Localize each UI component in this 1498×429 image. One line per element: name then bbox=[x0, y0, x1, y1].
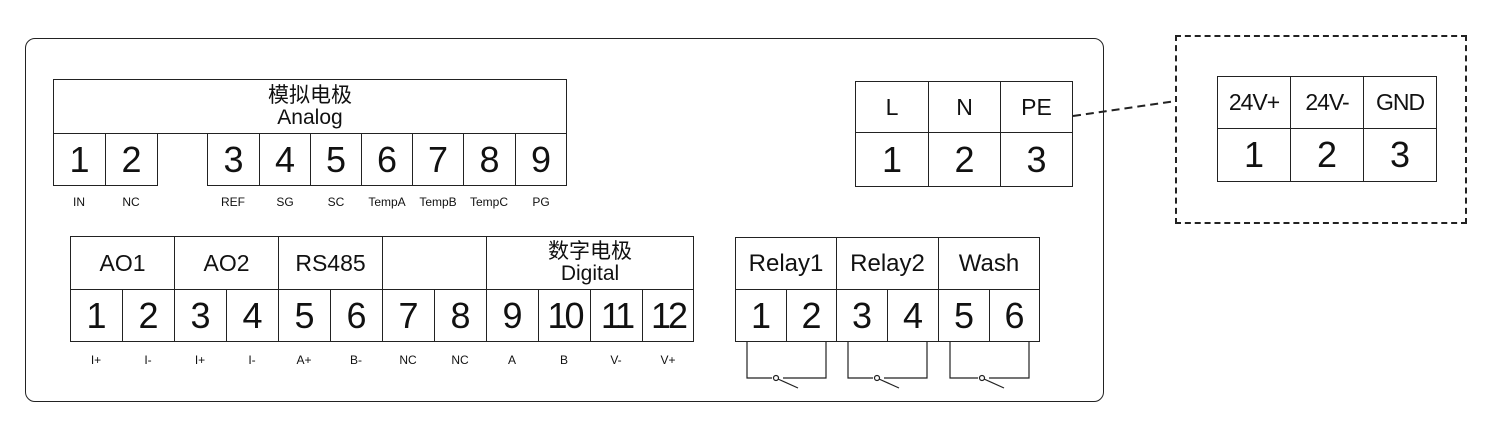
group-rs485: RS485 bbox=[278, 236, 383, 290]
group-ao2: AO2 bbox=[174, 236, 279, 290]
analog-pin-label: TempC bbox=[469, 195, 508, 209]
digital-terminal-10: 10 bbox=[538, 289, 591, 342]
relay-switch-icon bbox=[949, 342, 1030, 389]
analog-terminal-9: 9 bbox=[515, 133, 567, 186]
digital-header: 数字电极 Digital bbox=[486, 236, 694, 290]
digital-pin-label: A bbox=[507, 353, 516, 367]
dc-label-24v-minus: 24V- bbox=[1290, 76, 1364, 129]
dc-terminal-3: 3 bbox=[1363, 128, 1437, 182]
digital-pin-label: I- bbox=[144, 353, 152, 367]
digital-terminal-3: 3 bbox=[174, 289, 227, 342]
analog-pin-label: REF bbox=[221, 195, 245, 209]
digital-terminal-8: 8 bbox=[434, 289, 487, 342]
power-terminal-3: 3 bbox=[1000, 132, 1073, 187]
digital-pin-label: I+ bbox=[90, 353, 102, 367]
digital-pin-label: NC bbox=[399, 353, 417, 367]
relay-terminal-6: 6 bbox=[989, 289, 1040, 342]
analog-pin-label: TempB bbox=[419, 195, 457, 209]
analog-title-cn: 模拟电极 bbox=[268, 83, 352, 107]
terminal-panel bbox=[25, 38, 1104, 402]
digital-title-en: Digital bbox=[560, 262, 620, 285]
digital-pin-label: I- bbox=[248, 353, 256, 367]
digital-terminal-12: 12 bbox=[642, 289, 694, 342]
analog-pin-label: SC bbox=[327, 195, 345, 209]
digital-terminal-7: 7 bbox=[382, 289, 435, 342]
digital-pin-label: B bbox=[559, 353, 568, 367]
relay-terminal-5: 5 bbox=[938, 289, 990, 342]
digital-terminal-4: 4 bbox=[226, 289, 279, 342]
dc-label-gnd: GND bbox=[1363, 76, 1437, 129]
digital-pin-label: A+ bbox=[296, 353, 312, 367]
analog-pin-label: SG bbox=[276, 195, 294, 209]
analog-terminal-5: 5 bbox=[310, 133, 362, 186]
digital-pin-label: NC bbox=[451, 353, 469, 367]
digital-title-cn: 数字电极 bbox=[548, 240, 632, 263]
dc-label-24v-plus: 24V+ bbox=[1217, 76, 1291, 129]
power-label-pe: PE bbox=[1000, 81, 1073, 133]
connection-dashed-line bbox=[1072, 100, 1177, 117]
relay-label-wash: Wash bbox=[938, 237, 1040, 290]
relay-terminal-2: 2 bbox=[786, 289, 837, 342]
group-ao1: AO1 bbox=[70, 236, 175, 290]
digital-pin-label: V- bbox=[610, 353, 622, 367]
analog-pin-label: IN bbox=[73, 195, 85, 209]
digital-pin-label: V+ bbox=[660, 353, 676, 367]
power-label-l: L bbox=[855, 81, 929, 133]
digital-terminal-2: 2 bbox=[122, 289, 175, 342]
analog-terminal-8: 8 bbox=[463, 133, 516, 186]
power-terminal-1: 1 bbox=[855, 132, 929, 187]
dc-terminal-2: 2 bbox=[1290, 128, 1364, 182]
relay-terminal-4: 4 bbox=[887, 289, 939, 342]
digital-terminal-11: 11 bbox=[590, 289, 643, 342]
power-terminal-2: 2 bbox=[928, 132, 1001, 187]
relay-label-relay2: Relay2 bbox=[836, 237, 939, 290]
digital-pin-label: B- bbox=[350, 353, 362, 367]
analog-pin-label: PG bbox=[532, 195, 550, 209]
relay-switch-icon bbox=[847, 342, 928, 389]
relay-terminal-1: 1 bbox=[735, 289, 787, 342]
analog-terminal-2: 2 bbox=[105, 133, 158, 186]
analog-pin-label: TempA bbox=[368, 195, 406, 209]
analog-pin-label: NC bbox=[122, 195, 140, 209]
digital-terminal-1: 1 bbox=[70, 289, 123, 342]
digital-pin-label: I+ bbox=[194, 353, 206, 367]
digital-terminal-5: 5 bbox=[278, 289, 331, 342]
relay-switch-icon bbox=[746, 342, 827, 389]
digital-terminal-6: 6 bbox=[330, 289, 383, 342]
analog-terminal-6: 6 bbox=[361, 133, 413, 186]
analog-terminal-7: 7 bbox=[412, 133, 464, 186]
analog-title-en: Analog bbox=[277, 105, 343, 129]
relay-terminal-3: 3 bbox=[836, 289, 888, 342]
dc-power-outline bbox=[1175, 35, 1467, 224]
